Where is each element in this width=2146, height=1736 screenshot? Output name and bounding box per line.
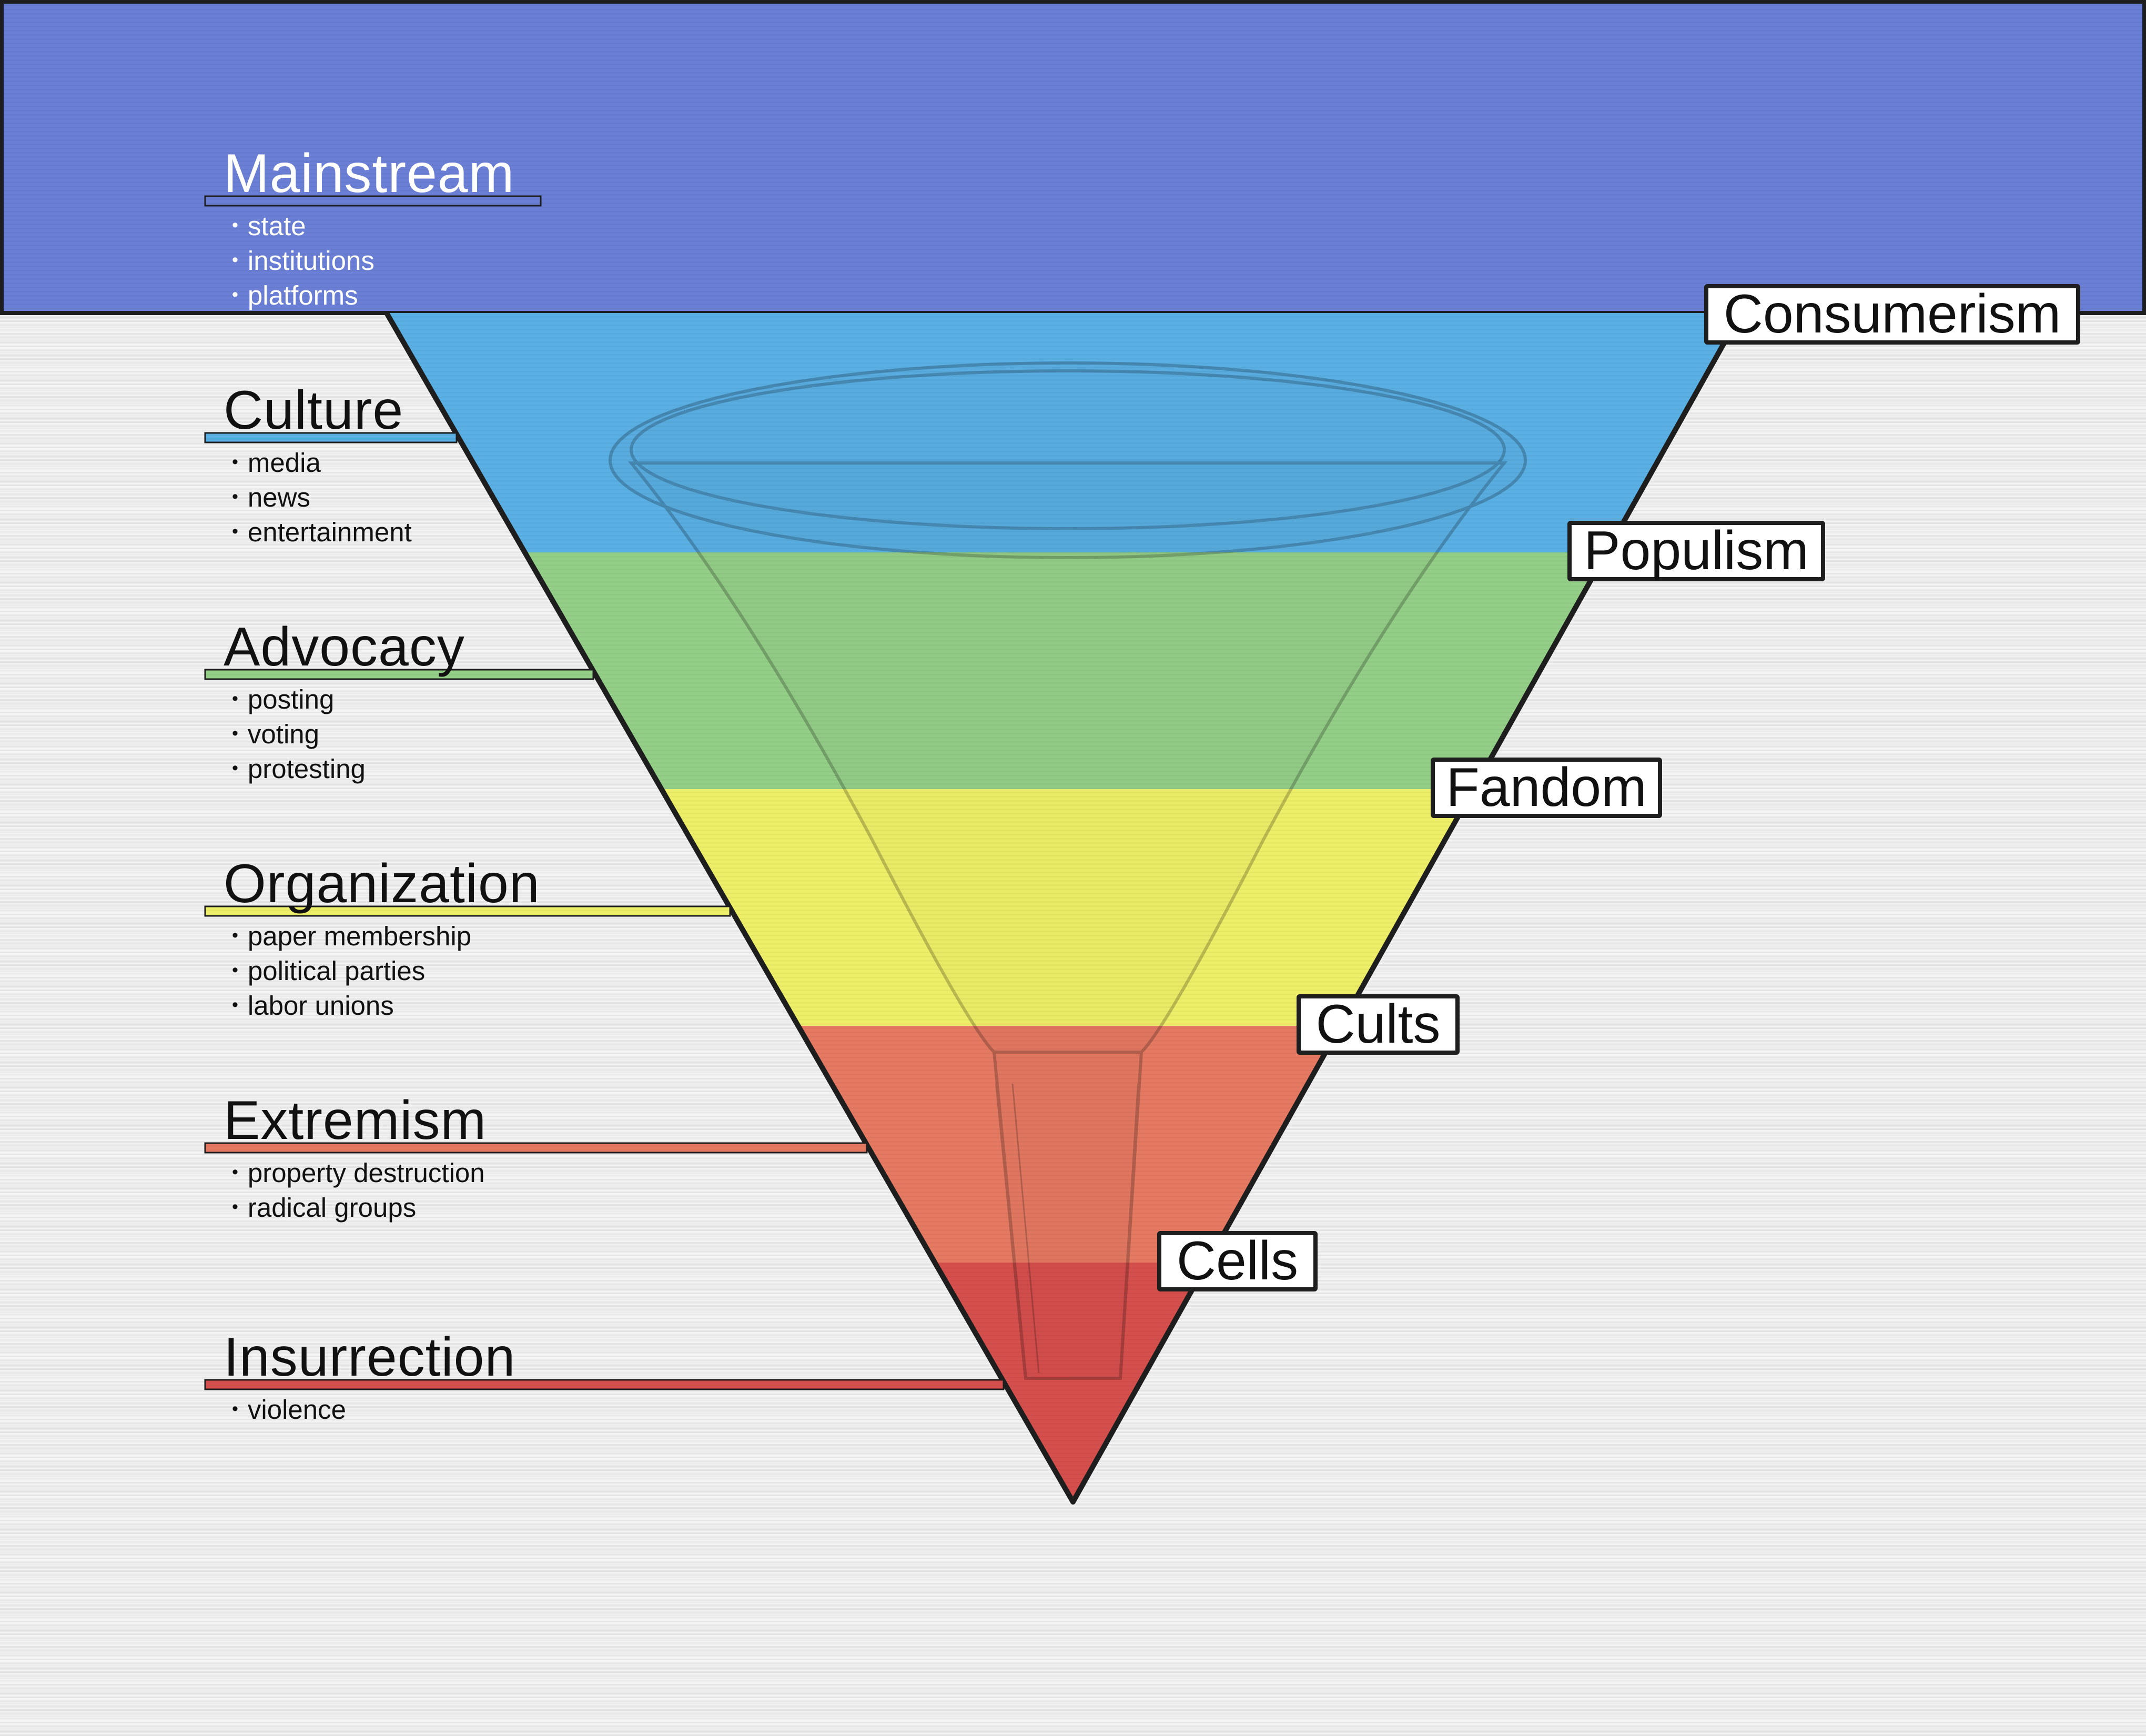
list-item: protesting — [224, 753, 465, 788]
level-extremism: Extremism property destruction radical g… — [224, 1090, 487, 1227]
list-item: platforms — [224, 280, 514, 315]
stage-label-cults: Cults — [1297, 994, 1460, 1055]
leader-insurrection — [204, 1379, 1005, 1390]
level-mainstream: Mainstream state institutions platforms — [224, 143, 515, 315]
funnel-outline — [384, 311, 1744, 1505]
stage-label-cells: Cells — [1157, 1231, 1318, 1291]
level-title: Organization — [224, 853, 540, 914]
list-item: violence — [224, 1394, 515, 1429]
list-item: voting — [224, 719, 465, 753]
leader-lines — [204, 195, 1005, 1390]
level-items: media news entertainment — [224, 447, 412, 551]
level-title: Mainstream — [224, 143, 515, 204]
level-items: violence — [224, 1394, 515, 1429]
level-title: Insurrection — [224, 1327, 516, 1388]
list-item: political parties — [224, 955, 540, 990]
list-item: institutions — [224, 245, 514, 280]
stage-label-populism: Populism — [1567, 521, 1825, 581]
level-items: paper membership political parties labor… — [224, 921, 540, 1025]
list-item: posting — [224, 684, 465, 719]
level-title: Culture — [224, 380, 404, 441]
level-items: posting voting protesting — [224, 684, 465, 788]
leader-advocacy — [204, 669, 594, 680]
funnel-icon — [609, 361, 1527, 1380]
list-item: labor unions — [224, 990, 540, 1025]
level-items: state institutions platforms — [224, 210, 514, 315]
level-title: Advocacy — [224, 617, 465, 678]
list-item: radical groups — [224, 1192, 487, 1227]
leader-organization — [204, 905, 731, 917]
level-advocacy: Advocacy posting voting protesting — [224, 617, 465, 788]
band-culture — [387, 313, 1741, 552]
leader-mainstream — [204, 195, 542, 207]
leader-culture — [204, 432, 458, 443]
stage-label-consumerism: Consumerism — [1704, 284, 2080, 345]
list-item: entertainment — [224, 517, 412, 551]
stage-label-fandom: Fandom — [1431, 758, 1662, 818]
level-insurrection: Insurrection violence — [224, 1327, 516, 1429]
leader-extremism — [204, 1142, 868, 1154]
list-item: media — [224, 447, 412, 482]
list-item: property destruction — [224, 1157, 487, 1192]
level-culture: Culture media news entertainment — [224, 380, 412, 551]
list-item: news — [224, 482, 412, 517]
list-item: paper membership — [224, 921, 540, 955]
level-items: property destruction radical groups — [224, 1157, 487, 1227]
level-organization: Organization paper membership political … — [224, 853, 540, 1025]
level-title: Extremism — [224, 1090, 487, 1151]
list-item: state — [224, 210, 514, 245]
